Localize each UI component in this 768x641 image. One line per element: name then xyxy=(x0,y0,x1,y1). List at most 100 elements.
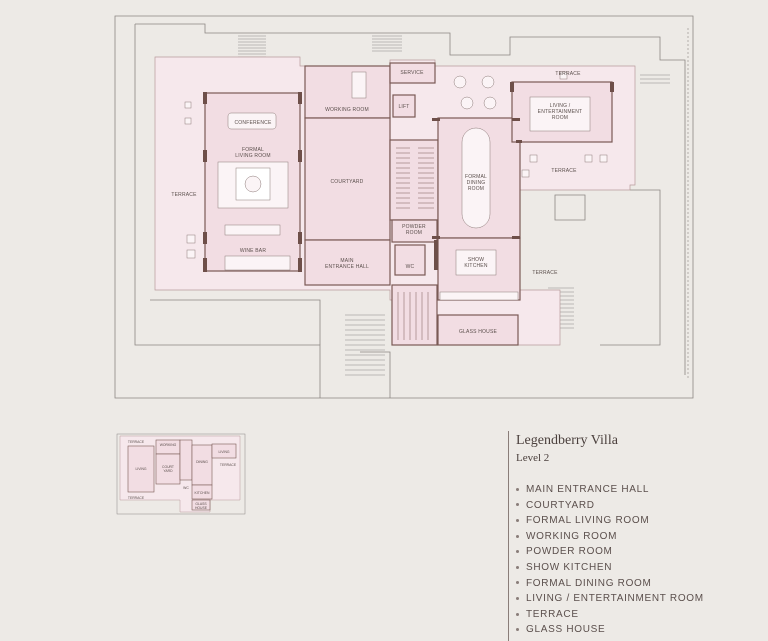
key-label-court-1: COURT xyxy=(162,465,174,469)
label-service: SERVICE xyxy=(400,70,424,76)
key-label-living: LIVING xyxy=(135,467,146,471)
label-living-entertainment-3: ROOM xyxy=(552,115,568,121)
key-label-living-right: LIVING xyxy=(218,450,229,454)
bullet-icon xyxy=(516,597,519,601)
stair-core xyxy=(389,139,439,221)
label-wc: WC xyxy=(406,264,415,270)
room-list-item: MAIN ENTRANCE HALL xyxy=(516,482,758,498)
bullet-icon xyxy=(516,487,519,491)
level-label: Level 2 xyxy=(516,452,550,464)
key-label-court-2: YARD xyxy=(163,469,173,473)
working-room xyxy=(304,65,391,119)
room-list-item: TERRACE xyxy=(516,607,758,623)
terrace-chair xyxy=(559,71,568,80)
wine-bar-bench xyxy=(224,255,291,271)
label-courtyard: COURTYARD xyxy=(330,179,363,185)
key-plan: TERRACE WORKING LIVING COURT YARD DINING… xyxy=(116,433,246,515)
label-terrace-lower: TERRACE xyxy=(532,270,558,276)
interior-stairs xyxy=(396,147,434,340)
key-label-terrace-top: TERRACE xyxy=(128,440,145,444)
label-show-kitchen-2: KITCHEN xyxy=(464,263,488,269)
coffee-table xyxy=(244,175,262,193)
room-name: FORMAL DINING ROOM xyxy=(526,577,652,589)
room-name: COURTYARD xyxy=(526,499,595,511)
key-label-glass-2: HOUSE xyxy=(195,506,208,510)
label-formal-dining-1: FORMAL xyxy=(465,174,487,180)
working-desk xyxy=(351,71,367,99)
terrace-chair xyxy=(184,101,192,109)
service-room xyxy=(389,62,436,84)
label-formal-living-2: LIVING ROOM xyxy=(235,153,271,159)
label-main-entrance-1: MAIN xyxy=(340,258,353,264)
room-name: WORKING ROOM xyxy=(526,530,618,542)
room-list-item: POWDER ROOM xyxy=(516,544,758,560)
entertainment-sofa xyxy=(529,96,591,132)
label-wine-bar: WINE BAR xyxy=(240,248,267,254)
courtyard xyxy=(304,117,391,241)
bullet-icon xyxy=(516,628,519,632)
conference-table xyxy=(227,112,277,130)
site-boundary xyxy=(114,15,694,399)
label-living-entertainment-1: LIVING / xyxy=(550,103,571,109)
room-list-item: LIVING / ENTERTAINMENT ROOM xyxy=(516,591,758,607)
room-name: TERRACE xyxy=(526,608,579,620)
dining-table xyxy=(461,127,491,229)
label-main-entrance-2: ENTRANCE HALL xyxy=(325,264,369,270)
room-name: MAIN ENTRANCE HALL xyxy=(526,484,650,495)
key-label-terrace-right: TERRACE xyxy=(220,463,237,467)
label-living-entertainment-2: ENTERTAINMENT xyxy=(538,109,583,115)
label-show-kitchen-1: SHOW xyxy=(468,257,484,263)
room-list-item: GLASS HOUSE xyxy=(516,622,758,638)
plan-labels: SERVICE TERRACE WORKING ROOM LIFT LIVING… xyxy=(171,70,582,335)
terrace-chair xyxy=(521,169,530,178)
label-glass-house: GLASS HOUSE xyxy=(459,329,498,335)
glass-house xyxy=(437,314,519,346)
label-terrace-left: TERRACE xyxy=(171,192,197,198)
kitchen-counter xyxy=(439,291,519,301)
key-label-working: WORKING xyxy=(160,443,177,447)
label-lift: LIFT xyxy=(398,104,409,110)
label-conference: CONFERENCE xyxy=(234,120,271,126)
terrace-chair xyxy=(529,154,538,163)
label-working-room: WORKING ROOM xyxy=(325,107,369,113)
room-list-item: SHOW KITCHEN xyxy=(516,560,758,576)
wall-accents xyxy=(203,82,614,272)
room-name: FORMAL LIVING ROOM xyxy=(526,515,650,527)
room-list: MAIN ENTRANCE HALL COURTYARD FORMAL LIVI… xyxy=(508,482,758,638)
wc xyxy=(394,244,426,276)
label-terrace-top: TERRACE xyxy=(555,71,581,77)
room-list-item: COURTYARD xyxy=(516,498,758,514)
bullet-icon xyxy=(516,612,519,616)
room-list-item: WORKING ROOM xyxy=(516,529,758,545)
label-powder-2: ROOM xyxy=(406,230,422,236)
lounge-chair xyxy=(453,75,467,89)
lounge-chair xyxy=(460,96,474,110)
room-name: POWDER ROOM xyxy=(526,546,613,558)
villa-title: Legendberry Villa xyxy=(516,433,618,448)
bullet-icon xyxy=(516,581,519,585)
terrace-chair xyxy=(186,249,196,259)
bullet-icon xyxy=(516,503,519,507)
key-label-wc: WC xyxy=(183,486,189,490)
room-name: SHOW KITCHEN xyxy=(526,561,613,573)
label-powder-1: POWDER xyxy=(402,224,426,230)
terrace-chair xyxy=(186,234,196,244)
terrace-chair xyxy=(584,154,593,163)
room-name: LIVING / ENTERTAINMENT ROOM xyxy=(526,593,704,605)
label-formal-dining-2: DINING xyxy=(467,180,486,186)
lift xyxy=(392,94,416,118)
label-terrace-right: TERRACE xyxy=(551,168,577,174)
lounge-chair xyxy=(481,75,495,89)
lower-stair xyxy=(391,284,438,346)
key-label-kitchen: KITCHEN xyxy=(195,491,210,495)
label-formal-living-1: FORMAL xyxy=(242,147,264,153)
bullet-icon xyxy=(516,550,519,554)
legend-divider xyxy=(508,431,509,641)
powder-room xyxy=(391,219,438,243)
terrace-chair xyxy=(184,117,192,125)
key-label-terrace-bottom: TERRACE xyxy=(128,496,145,500)
lounge-chair xyxy=(483,96,497,110)
terrace-chair xyxy=(599,154,608,163)
bullet-icon xyxy=(516,534,519,538)
